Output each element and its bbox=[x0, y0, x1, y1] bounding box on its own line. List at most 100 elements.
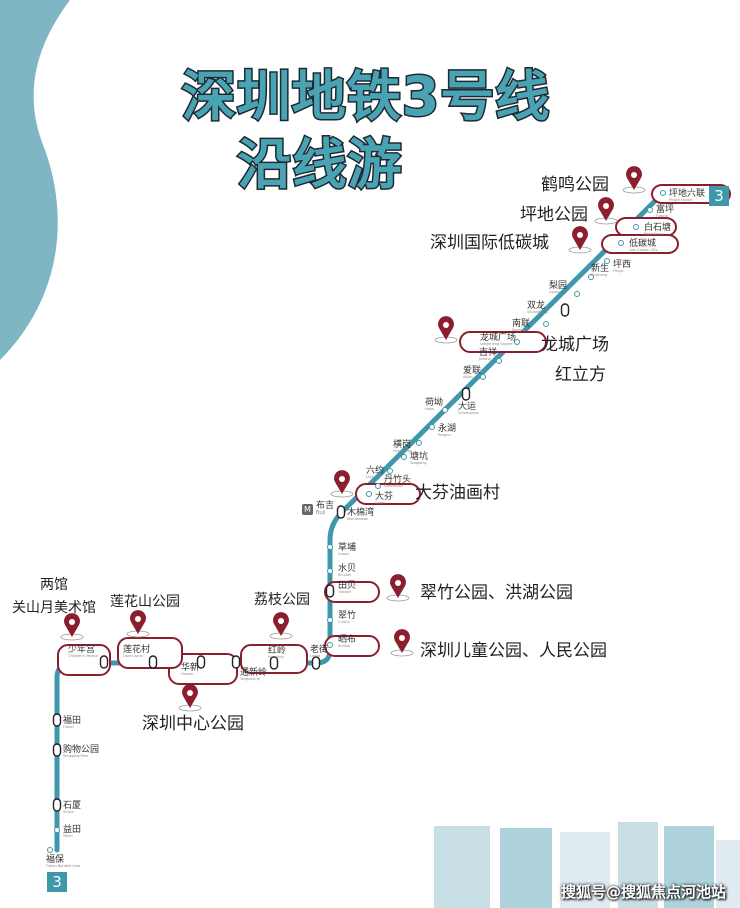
location-pin-icon bbox=[178, 684, 202, 712]
interchange-marker bbox=[52, 743, 62, 757]
station-label-en: Futian bbox=[63, 725, 74, 729]
attraction-label: 坪地公园 bbox=[520, 205, 588, 225]
highlight-box bbox=[601, 234, 679, 254]
station-label-en: Children's Palace bbox=[68, 654, 98, 658]
station-dot bbox=[496, 358, 502, 364]
station-label-en: Huaxin bbox=[181, 672, 193, 676]
station-label-en: Fuping bbox=[656, 214, 668, 218]
station-label-en: Hongling bbox=[268, 655, 284, 659]
attraction-label: 关山月美术馆 bbox=[12, 600, 96, 616]
watermark: 搜狐号@搜狐焦点河池站 bbox=[560, 883, 726, 901]
station-label: 大芬 bbox=[375, 490, 393, 502]
station-dot bbox=[327, 642, 333, 648]
location-pin-icon bbox=[269, 612, 293, 640]
station-label-en: Henggang bbox=[393, 449, 411, 453]
station-label: 田贝 bbox=[338, 580, 356, 591]
station-label-en: Dafen bbox=[375, 501, 385, 505]
highlight-box bbox=[355, 483, 421, 505]
station-label-en: Pingdi Liulian bbox=[669, 198, 692, 202]
location-pin-icon bbox=[390, 629, 414, 657]
station-dot bbox=[647, 207, 653, 213]
line-badge-bottom: 3 bbox=[47, 872, 67, 892]
station-label: 福田 bbox=[63, 714, 81, 726]
station-label: 双龙 bbox=[527, 299, 545, 311]
station-label: 低碳城 bbox=[629, 237, 656, 249]
transfer-station-buji: M 布吉 Buji bbox=[302, 502, 334, 516]
attraction-label: 深圳国际低碳城 bbox=[430, 233, 549, 253]
highlight-box bbox=[324, 635, 380, 657]
station-label-en: Nanlian bbox=[512, 328, 525, 332]
station-label: 爱联 bbox=[463, 365, 481, 376]
highlight-box bbox=[459, 331, 547, 353]
interchange-marker bbox=[99, 655, 109, 669]
station-dot bbox=[442, 407, 448, 413]
highlight-box bbox=[57, 644, 111, 676]
page-title: 深圳地铁3号线 bbox=[180, 64, 551, 130]
location-pin-icon bbox=[60, 613, 84, 641]
attraction-label: 两馆 bbox=[40, 577, 68, 593]
interchange-marker bbox=[560, 303, 570, 317]
station-dot bbox=[543, 321, 549, 327]
station-dot bbox=[375, 483, 381, 489]
station-dot bbox=[327, 568, 333, 574]
station-label: 南联 bbox=[512, 317, 530, 329]
interchange-marker bbox=[231, 655, 241, 669]
interchange-marker bbox=[52, 713, 62, 727]
station-label-en: Laojie bbox=[310, 654, 320, 658]
station-dot bbox=[327, 617, 333, 623]
station-label-en: Tangkeng bbox=[409, 461, 427, 465]
station-label: 草埔 bbox=[338, 541, 356, 553]
attraction-label: 荔枝公园 bbox=[254, 592, 310, 608]
station-dot bbox=[588, 274, 594, 280]
attraction-label: 龙城广场 bbox=[541, 335, 609, 355]
station-dot bbox=[514, 339, 520, 345]
station-dot bbox=[480, 374, 486, 380]
station-label: 翠竹 bbox=[338, 609, 356, 621]
station-label-en: Caopu bbox=[338, 552, 349, 556]
station-label: 购物公园 bbox=[63, 743, 99, 755]
decor-bars bbox=[434, 822, 740, 908]
station-label-en: Longcheng Square bbox=[480, 342, 513, 346]
attraction-label: 翠竹公园、洪湖公园 bbox=[420, 583, 573, 603]
station-label: 莲花村 bbox=[123, 643, 150, 655]
station-dot bbox=[47, 847, 53, 853]
station-dot bbox=[366, 491, 372, 497]
